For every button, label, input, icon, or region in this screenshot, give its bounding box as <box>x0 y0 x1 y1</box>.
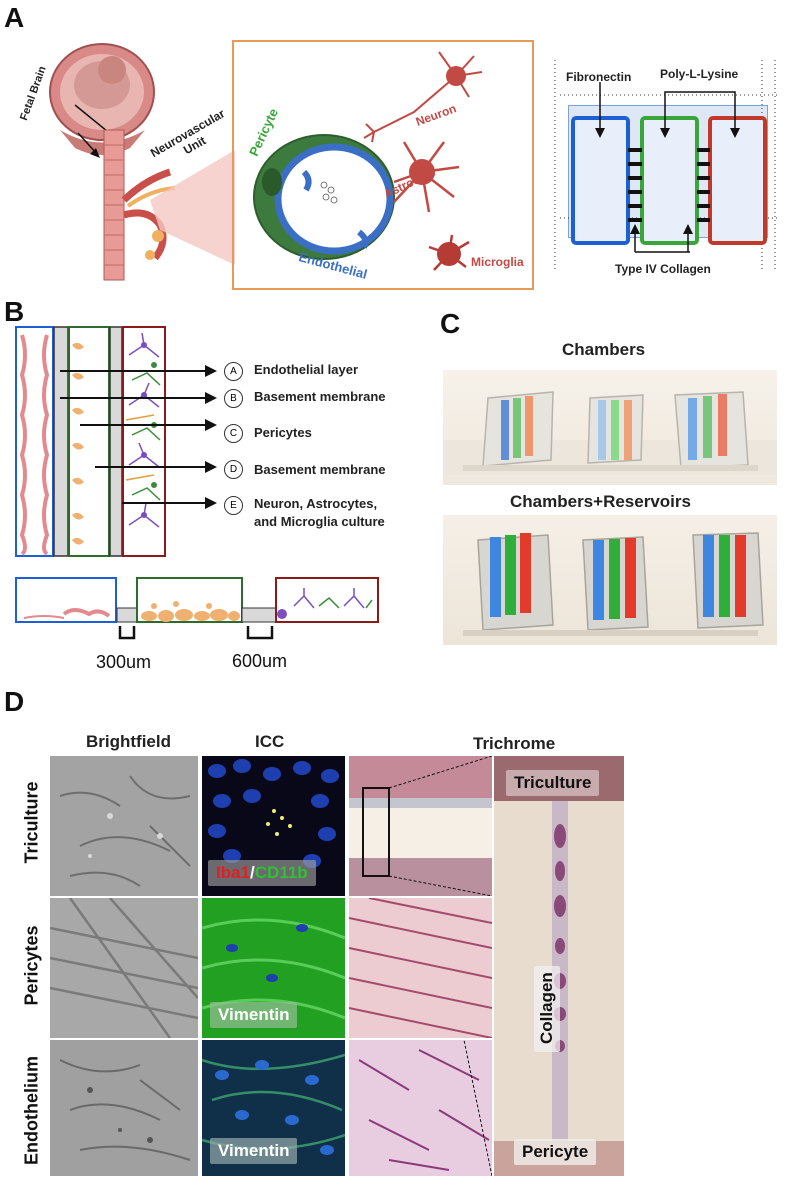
trichrome-triculture <box>349 756 492 896</box>
col-header-icc: ICC <box>255 732 285 751</box>
zoom-label-pericyte: Pericyte <box>514 1139 597 1165</box>
col-header-brightfield: Brightfield <box>86 732 171 751</box>
microglia-label: Microglia <box>471 255 524 269</box>
icc-label-iba1-cd11b: Iba1/CD11b <box>208 860 316 886</box>
nvu-cells-illustration <box>253 51 483 271</box>
chambers-title: Chambers <box>562 340 646 359</box>
brightfield-triculture <box>50 756 198 896</box>
legend-letter-d: D <box>224 460 243 479</box>
chambers-reservoirs-title: Chambers+Reservoirs <box>510 492 691 511</box>
row-label-triculture: Triculture <box>21 781 42 864</box>
coating-schematic <box>554 60 780 270</box>
type-iv-collagen-label: Type IV Collagen <box>615 262 711 276</box>
icc-endothelium: Vimentin <box>202 1040 345 1176</box>
chambers-photo <box>443 370 777 485</box>
nvu-box <box>232 40 534 290</box>
slash-text: / <box>250 863 255 882</box>
icc-pericytes: Vimentin <box>202 898 345 1038</box>
panel-letter-b: B <box>4 296 25 327</box>
row-label-endothelium: Endothelium <box>21 1056 42 1165</box>
panel-letter-c: C <box>440 308 461 339</box>
brightfield-endothelium <box>50 1040 198 1176</box>
legend-item-basement-1: Basement membrane <box>254 389 386 404</box>
trichrome-pericytes <box>349 898 492 1038</box>
row-label-pericytes: Pericytes <box>21 925 42 1006</box>
layer-arrows <box>60 365 217 509</box>
zoom-label-collagen: Collagen <box>534 966 560 1052</box>
icc-label-vimentin-1: Vimentin <box>210 1002 298 1028</box>
chambers-reservoirs-photo <box>443 515 777 645</box>
dimension-600um: 600um <box>232 651 288 671</box>
legend-item-basement-2: Basement membrane <box>254 462 386 477</box>
legend-item-endothelial: Endothelial layer <box>254 362 359 377</box>
panel-letter-a: A <box>4 2 25 33</box>
legend-item-neuron: Neuron, Astrocytes, <box>254 496 378 511</box>
legend-letter-a: A <box>224 362 243 381</box>
dimension-300um: 300um <box>96 652 152 672</box>
legend-item-pericytes: Pericytes <box>254 425 312 440</box>
col-header-trichrome: Trichrome <box>473 734 556 753</box>
zoom-label-triculture: Triculture <box>506 770 600 796</box>
cd11b-text: CD11b <box>254 863 308 882</box>
iba1-text: Iba1 <box>216 863 251 882</box>
zoom-wedge <box>150 150 235 265</box>
layer-schematic <box>15 326 166 557</box>
panel-letter-d: D <box>4 686 25 717</box>
legend-item-microglia: and Microglia culture <box>254 514 385 529</box>
legend-letter-e: E <box>224 496 243 515</box>
legend-letter-b: B <box>224 389 243 408</box>
icc-label-vimentin-2: Vimentin <box>210 1138 298 1164</box>
trichrome-endothelium <box>349 1040 492 1176</box>
trichrome-zoom: Triculture Collagen Pericyte <box>494 756 624 1176</box>
icc-triculture: Iba1/CD11b <box>202 756 345 896</box>
cross-section-schematic <box>15 577 379 640</box>
legend-letter-c: C <box>224 424 243 443</box>
fetal-brain-illustration <box>49 43 176 281</box>
brightfield-pericytes <box>50 898 198 1038</box>
fibronectin-label: Fibronectin <box>566 70 632 84</box>
poly-l-lysine-label: Poly-L-Lysine <box>660 67 739 81</box>
